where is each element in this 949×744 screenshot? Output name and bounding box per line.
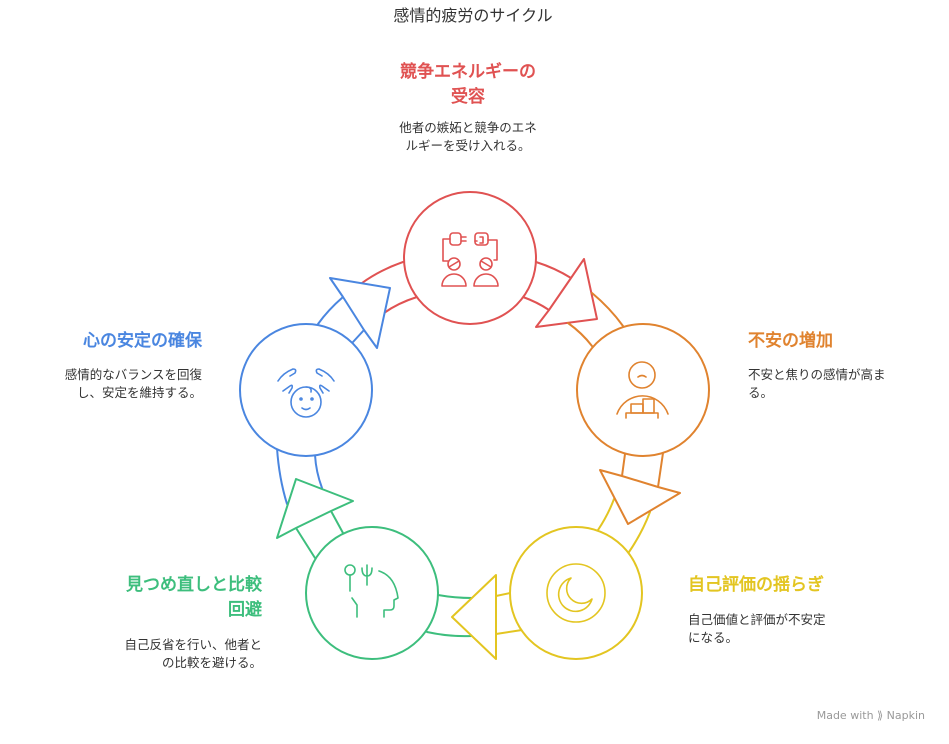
step-circle-blue [239,323,373,457]
step-circle-red [403,191,537,325]
step-title-1: 競争エネルギーの受容 [318,60,618,110]
desc-line: 不安と焦りの感情が高ま [748,367,886,382]
step-title-line: 見つめ直しと比較 [126,575,262,595]
napkin-watermark: Made with ⟫ Napkin [816,709,925,722]
arrow-green-to-blue [276,478,354,559]
step-circle-orange [576,323,710,457]
step-circle-green [305,526,439,660]
desc-line: 他者の嫉妬と競争のエネ [399,120,537,135]
calm-face-hands-icon [277,368,335,418]
step-desc-1: 他者の嫉妬と競争のエネルギーを受け入れる。 [318,119,618,155]
worried-person-icon [616,361,669,419]
arrow-orange-to-yellow [599,452,681,525]
arrow-red-to-orange [522,258,598,328]
step-desc-5: 感情的なバランスを回復し、安定を維持する。 [65,366,202,402]
desc-line: 自己反省を行い、他者と [124,637,262,652]
arrow-yellow-to-green [451,574,523,660]
desc-line: の比較を避ける。 [161,655,262,670]
step-title-line: 受容 [451,87,485,107]
plug-people-icon [441,232,499,287]
step-title-4: 見つめ直しと比較回避 [126,573,262,623]
desc-line: 感情的なバランスを回復 [64,367,202,382]
step-title-line: 回避 [228,600,262,620]
desc-line: る。 [748,385,774,400]
diagram-title: 感情的疲労のサイクル [393,6,553,25]
desc-line: 自己価値と評価が不安定 [688,612,826,627]
arrow-blue-to-red [317,277,391,349]
moon-icon [546,563,606,623]
head-reflection-icon [344,564,399,618]
desc-line: し、安定を維持する。 [76,385,202,400]
step-circle-yellow [509,526,643,660]
step-title-line: 競争エネルギーの [400,62,536,82]
step-title-3: 自己評価の揺らぎ [688,575,824,595]
step-title-5: 心の安定の確保 [83,331,202,351]
step-desc-3: 自己価値と評価が不安定になる。 [688,611,826,647]
desc-line: になる。 [688,630,739,645]
step-desc-4: 自己反省を行い、他者との比較を避ける。 [124,636,262,672]
step-desc-2: 不安と焦りの感情が高まる。 [748,366,886,402]
desc-line: ルギーを受け入れる。 [405,138,531,153]
step-title-2: 不安の増加 [748,331,833,351]
